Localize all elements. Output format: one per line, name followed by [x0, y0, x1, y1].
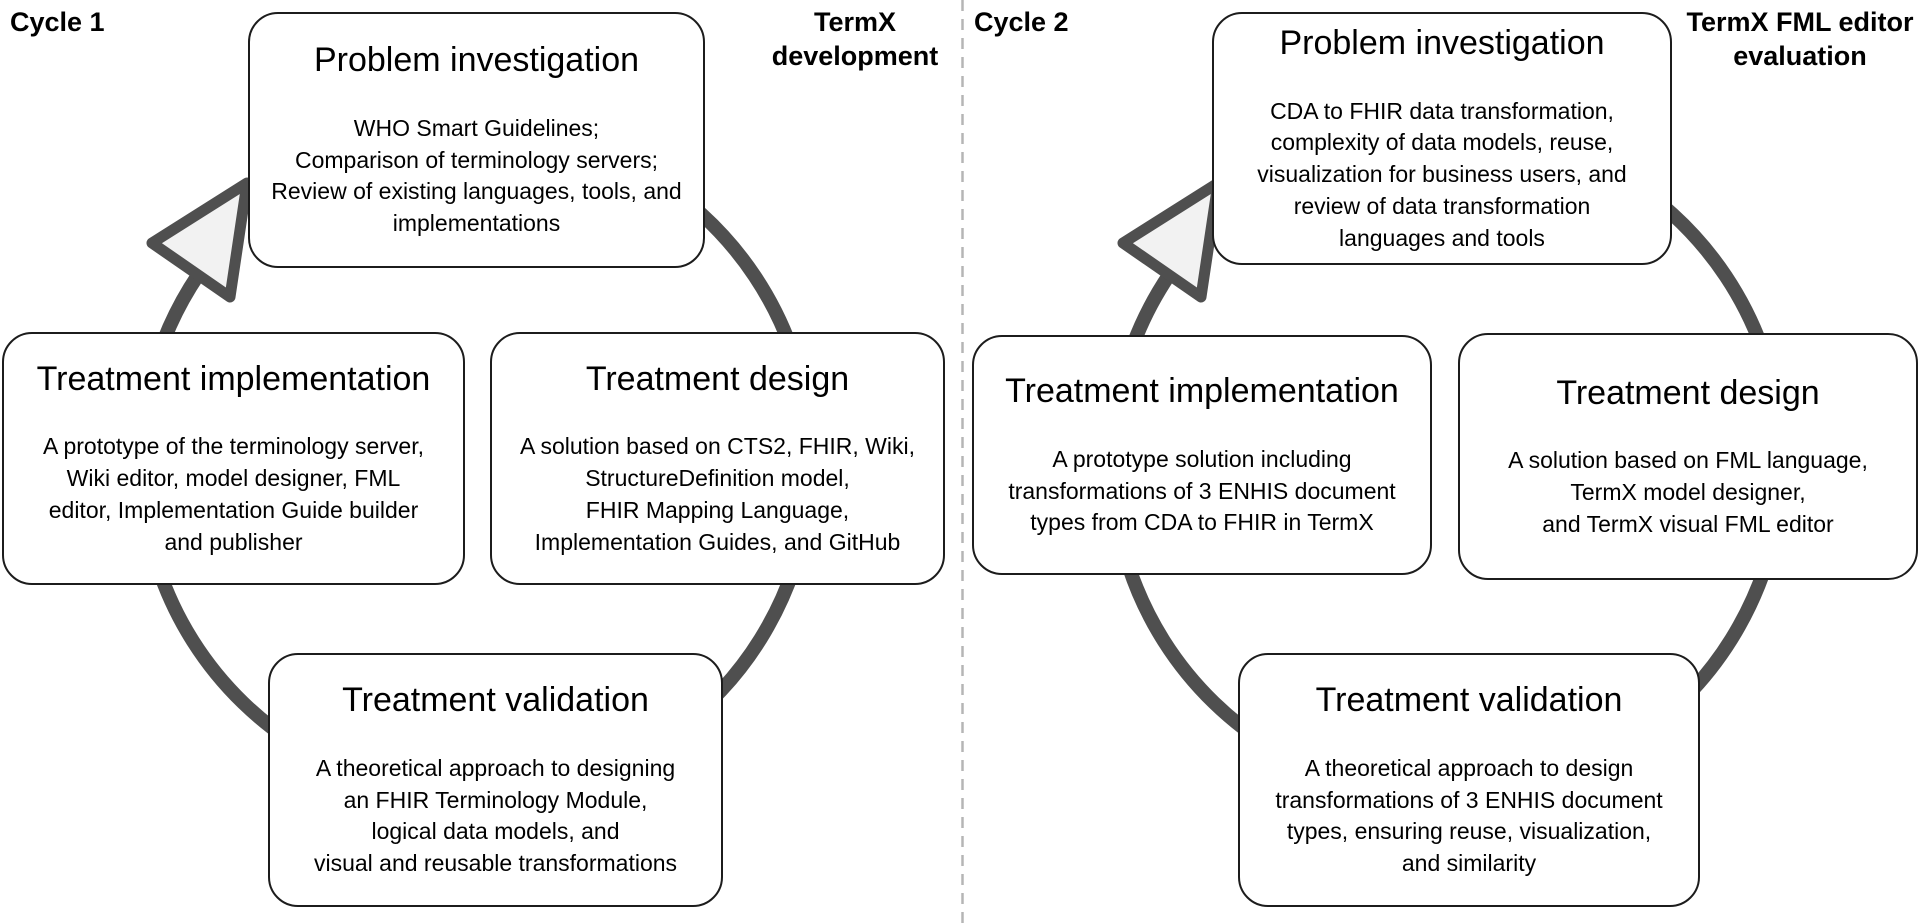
cycle2-caption: TermX FML editor evaluation: [1686, 7, 1914, 71]
cycle1-caption: TermX development: [771, 7, 939, 71]
box-title: Treatment design: [1556, 373, 1820, 412]
cycle1-arrowhead-icon: [146, 177, 253, 303]
box-body: A prototype solution including transform…: [1008, 445, 1396, 536]
cycle1-treatment-design-box: Treatment design A solution based on CTS…: [490, 332, 945, 585]
cycle2-treatment-design-box: Treatment design A solution based on FML…: [1458, 333, 1918, 580]
box-body: A solution based on CTS2, FHIR, Wiki, St…: [520, 433, 915, 555]
box-title: Treatment implementation: [1005, 372, 1399, 410]
cycle2-arrowhead-icon: [1117, 177, 1224, 303]
box-body: A theoretical approach to design transfo…: [1275, 754, 1663, 877]
box-body: A solution based on FML language, TermX …: [1508, 447, 1868, 537]
cycle1-treatment-validation-box: Treatment validation A theoretical appro…: [268, 653, 723, 907]
cycle1-treatment-implementation-box: Treatment implementation A prototype of …: [2, 332, 465, 585]
box-body: A prototype of the terminology server, W…: [43, 433, 424, 555]
box-title: Treatment validation: [1315, 681, 1623, 720]
cycle1-problem-investigation-box: Problem investigation WHO Smart Guidelin…: [248, 12, 705, 268]
box-title: Treatment implementation: [36, 359, 431, 398]
box-body: A theoretical approach to designing an F…: [313, 754, 678, 877]
box-body: CDA to FHIR data transformation, complex…: [1257, 97, 1627, 251]
box-body: WHO Smart Guidelines; Comparison of term…: [271, 114, 682, 237]
cycle1-label: Cycle 1: [10, 7, 105, 37]
box-title: Treatment design: [585, 359, 850, 398]
box-title: Treatment validation: [342, 681, 649, 720]
box-title: Problem investigation: [1279, 23, 1605, 62]
cycle2-treatment-validation-box: Treatment validation A theoretical appro…: [1238, 653, 1700, 907]
cycle2-treatment-implementation-box: Treatment implementation A prototype sol…: [972, 335, 1432, 575]
cycle2-label: Cycle 2: [974, 7, 1069, 37]
box-title: Problem investigation: [313, 41, 640, 80]
cycle2-problem-investigation-box: Problem investigation CDA to FHIR data t…: [1212, 12, 1672, 265]
